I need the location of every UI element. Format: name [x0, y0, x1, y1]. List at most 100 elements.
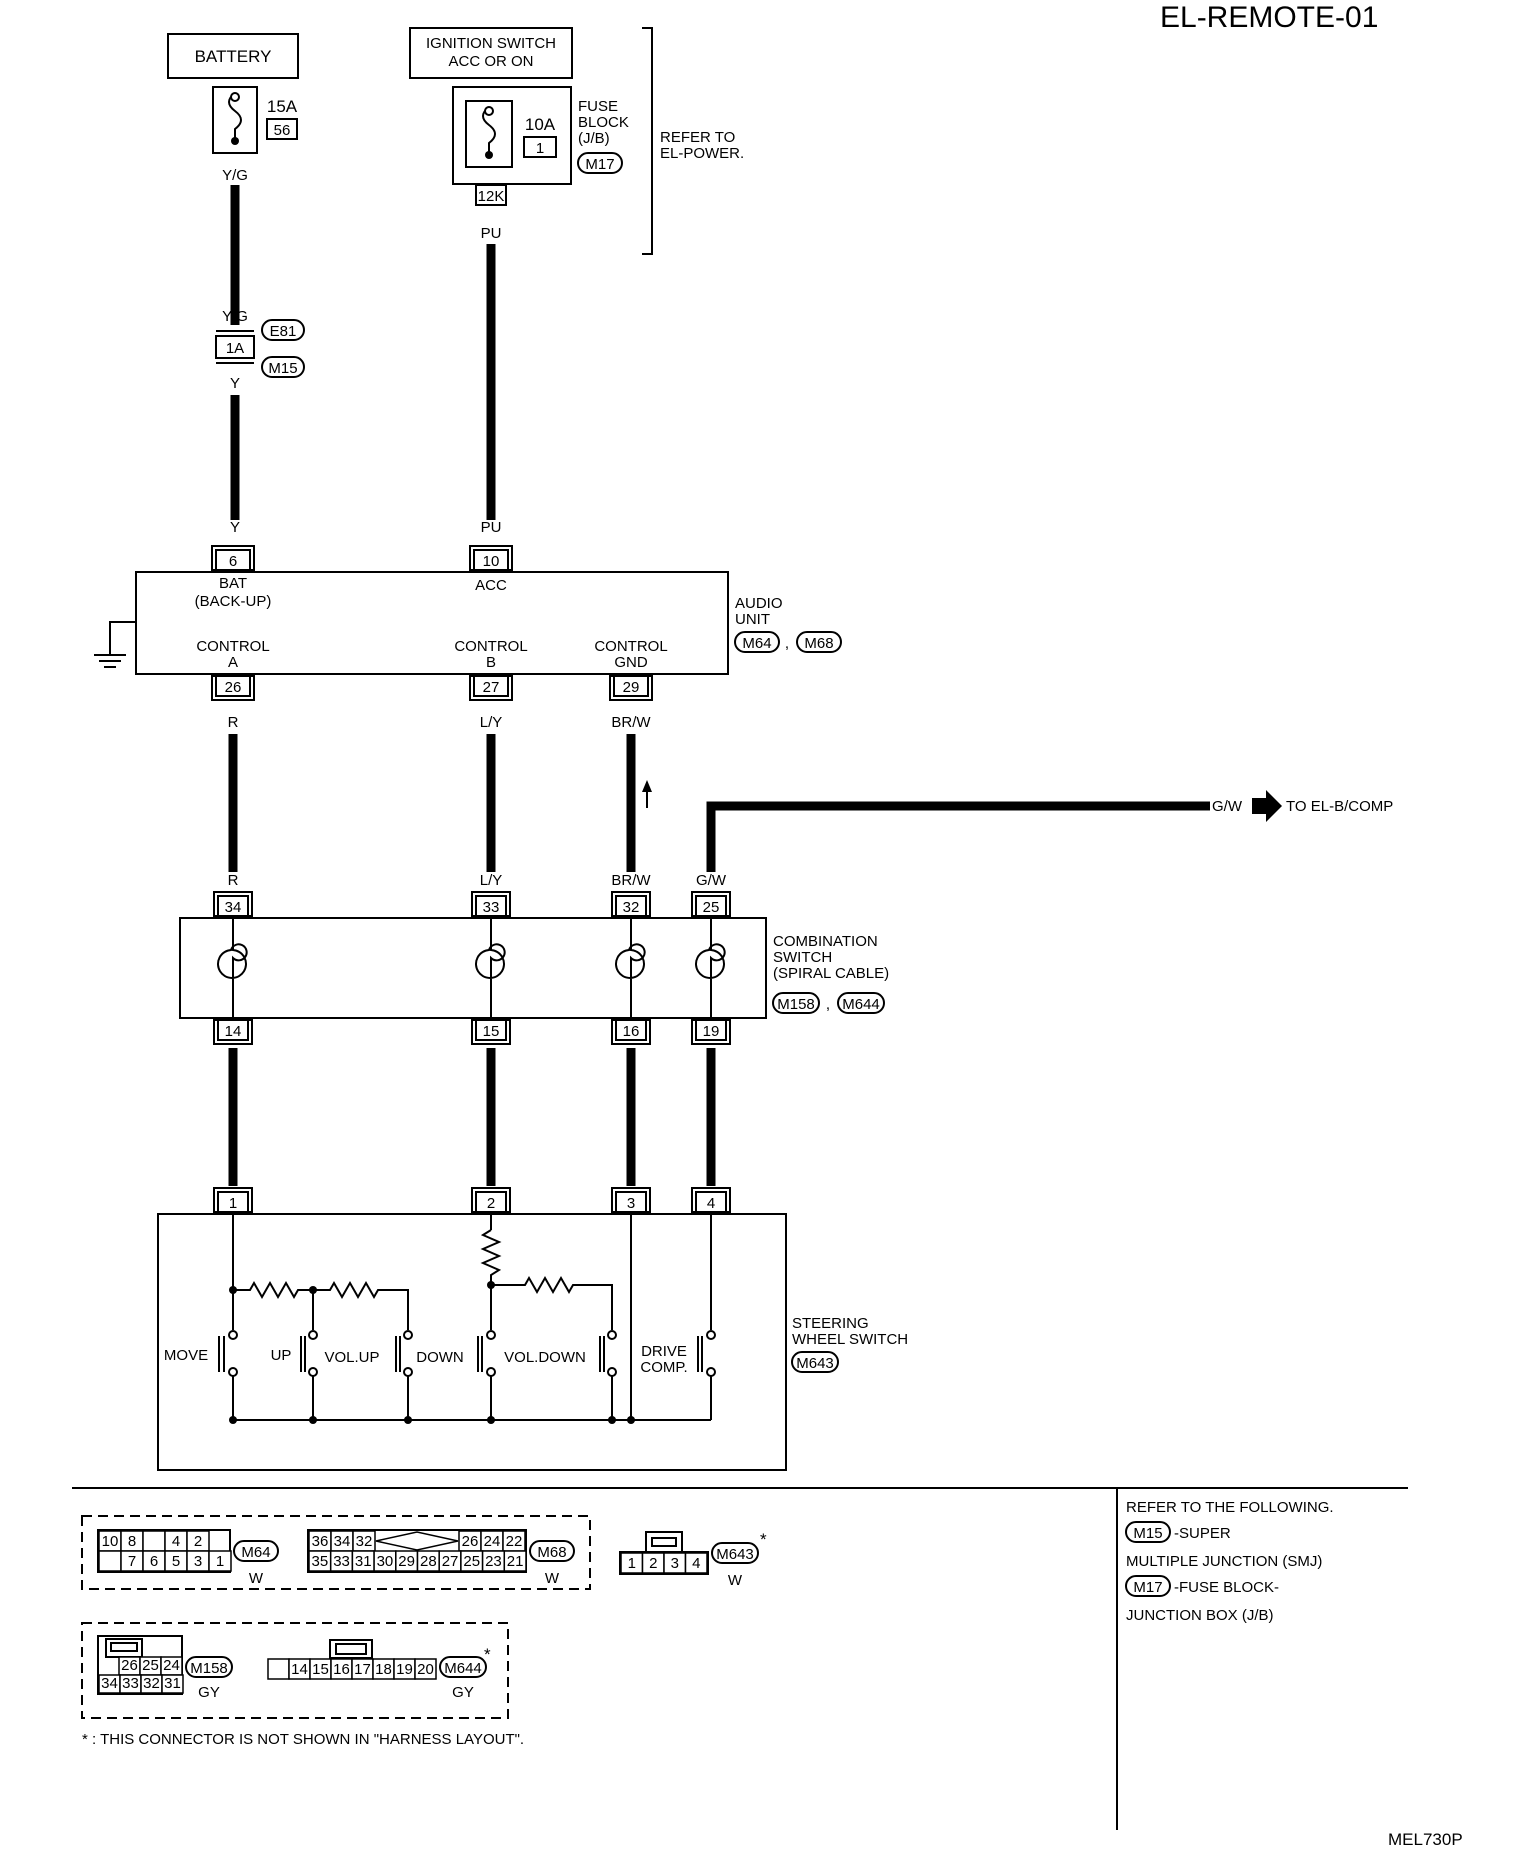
combo-connector-m644: M644: [842, 996, 880, 1013]
refer-m17-line1: -FUSE BLOCK-: [1174, 1579, 1279, 1596]
connector-m64-pin: 8: [128, 1533, 136, 1550]
audio-control-b-1: CONTROL: [454, 638, 527, 655]
wire-label-pu-top: PU: [481, 225, 502, 242]
connector-m643-pin: 1: [628, 1555, 636, 1572]
footer-code: MEL730P: [1388, 1830, 1463, 1849]
asterisk-note: * : THIS CONNECTOR IS NOT SHOWN IN "HARN…: [82, 1731, 524, 1748]
connector-m158-pin: 26: [121, 1657, 138, 1674]
connector-m643-name: M643: [716, 1546, 754, 1563]
combo-pin-32: 32: [623, 899, 640, 916]
connector-m643-pin: 2: [649, 1555, 657, 1572]
joint-pin-1a: 1A: [226, 340, 244, 357]
battery-label: BATTERY: [195, 47, 272, 66]
spiral-cable-icon: [475, 918, 506, 1018]
audio-control-a-2: A: [228, 654, 238, 671]
connector-m158-pin: 32: [143, 1675, 160, 1692]
audio-pin-29: 29: [623, 679, 640, 696]
connector-group-2: [81, 1622, 509, 1719]
steering-pin-2: 2: [487, 1195, 495, 1212]
audio-control-b-2: B: [486, 654, 496, 671]
ignition-label-2: ACC OR ON: [448, 53, 533, 70]
connector-m158-pin: 33: [122, 1675, 139, 1692]
wire-label-gw-right: G/W: [1212, 798, 1243, 815]
ground-symbol: [94, 621, 136, 668]
connector-m644-name: M644: [444, 1660, 482, 1677]
fuse-block-connector: M17: [585, 156, 614, 173]
connector-m644-pin: 20: [417, 1661, 434, 1678]
steering-internal-circuit: MOVE UP VOL.UP DOWN: [164, 1214, 716, 1424]
connector-cavity: [684, 1552, 708, 1574]
wire-label-r-bottom: R: [228, 872, 239, 889]
audio-control-gnd-2: GND: [614, 654, 648, 671]
joint-connector-e81: E81: [270, 323, 297, 340]
ignition-label-1: IGNITION SWITCH: [426, 35, 556, 52]
audio-control-a-1: CONTROL: [196, 638, 269, 655]
combo-connector-sep: ,: [826, 996, 830, 1013]
switch-label-vol-down: VOL.DOWN: [504, 1349, 586, 1366]
refer-m15-connector: M15: [1133, 1525, 1162, 1542]
combo-connector-m158: M158: [777, 996, 815, 1013]
diagram-title: EL-REMOTE-01: [1160, 1, 1378, 34]
connector-group-1: [81, 1515, 591, 1590]
connector-m64-pin: 6: [150, 1553, 158, 1570]
wire-label-pu-audio: PU: [481, 519, 502, 536]
connector-m68-pin: 32: [356, 1533, 373, 1550]
connector-m68-pin: 36: [312, 1533, 329, 1550]
steering-pin-1: 1: [229, 1195, 237, 1212]
connector-m68-pin: 30: [377, 1553, 394, 1570]
ignition-supply: IGNITION SWITCH ACC OR ON 10A 1 12K FUSE…: [409, 27, 744, 255]
combo-pin-19: 19: [703, 1023, 720, 1040]
fuse-56-number: 56: [274, 122, 291, 139]
steering-pin-3: 3: [627, 1195, 635, 1212]
connector-m64-pin: 4: [172, 1533, 180, 1550]
refer-m17-line2: JUNCTION BOX (J/B): [1126, 1607, 1274, 1624]
audio-connector-m64: M64: [742, 635, 771, 652]
connector-m158-pin: 25: [142, 1657, 159, 1674]
connector-m64-pin: 10: [102, 1533, 119, 1550]
connector-m64-pin: 1: [216, 1553, 224, 1570]
connector-m68-pin: 29: [398, 1553, 415, 1570]
connector-m158-pin: 34: [101, 1675, 118, 1692]
combo-pin-25: 25: [703, 899, 720, 916]
connector-m64-name: M64: [241, 1544, 270, 1561]
audio-connector-m68: M68: [804, 635, 833, 652]
connector-m68-pin: 21: [507, 1553, 524, 1570]
steering-pin-4: 4: [707, 1195, 715, 1212]
wire-label-gw-bottom: G/W: [696, 872, 727, 889]
wire-label-ly-top: L/Y: [480, 714, 503, 731]
ignition-wire: PU PU: [481, 225, 502, 536]
connector-m68-pin: 25: [463, 1553, 480, 1570]
audio-unit-name-1: AUDIO: [735, 595, 783, 612]
connector-m644-star: *: [484, 1645, 491, 1664]
switch-label-vol-up: VOL.UP: [324, 1349, 379, 1366]
connector-m68-pin: 24: [484, 1533, 501, 1550]
connector-m643-pin: 3: [671, 1555, 679, 1572]
steering-connector-m643: M643: [796, 1355, 834, 1372]
combo-pin-16: 16: [623, 1023, 640, 1040]
connector-cavity: [142, 1530, 166, 1552]
connector-m68-pin: 35: [312, 1553, 329, 1570]
steering-wheel-switch: 1 2 3 4 MOVE: [157, 1187, 908, 1471]
audio-connector-sep: ,: [785, 635, 789, 652]
connector-m644-pin: 19: [396, 1661, 413, 1678]
connector-m158-pin: 24: [163, 1657, 180, 1674]
connector-key-shape: [375, 1531, 459, 1551]
spiral-cable-icon: [695, 918, 726, 1018]
fuse-block-label-2: BLOCK: [578, 114, 629, 131]
connector-m64-pin: 3: [194, 1553, 202, 1570]
wire-label-brw-top: BR/W: [611, 714, 651, 731]
connector-m68-pin: 33: [333, 1553, 350, 1570]
refer-notes: REFER TO THE FOLLOWING. M15 -SUPER MULTI…: [1125, 1499, 1334, 1624]
connector-m68-name: M68: [537, 1544, 566, 1561]
to-comp-arrow-icon: [1252, 790, 1282, 822]
wire-label-yg-joint: Y/G: [222, 308, 248, 325]
connector-m68-pin: 28: [420, 1553, 437, 1570]
switch-label-up: UP: [271, 1347, 292, 1364]
connector-cavity: [208, 1550, 232, 1572]
connector-m68-pin: 22: [506, 1533, 523, 1550]
connector-m158-name: M158: [190, 1660, 228, 1677]
connector-m64-pin: 5: [172, 1553, 180, 1570]
fuse-block-label-3: (J/B): [578, 130, 610, 147]
battery-supply: BATTERY 15A 56: [167, 33, 299, 154]
